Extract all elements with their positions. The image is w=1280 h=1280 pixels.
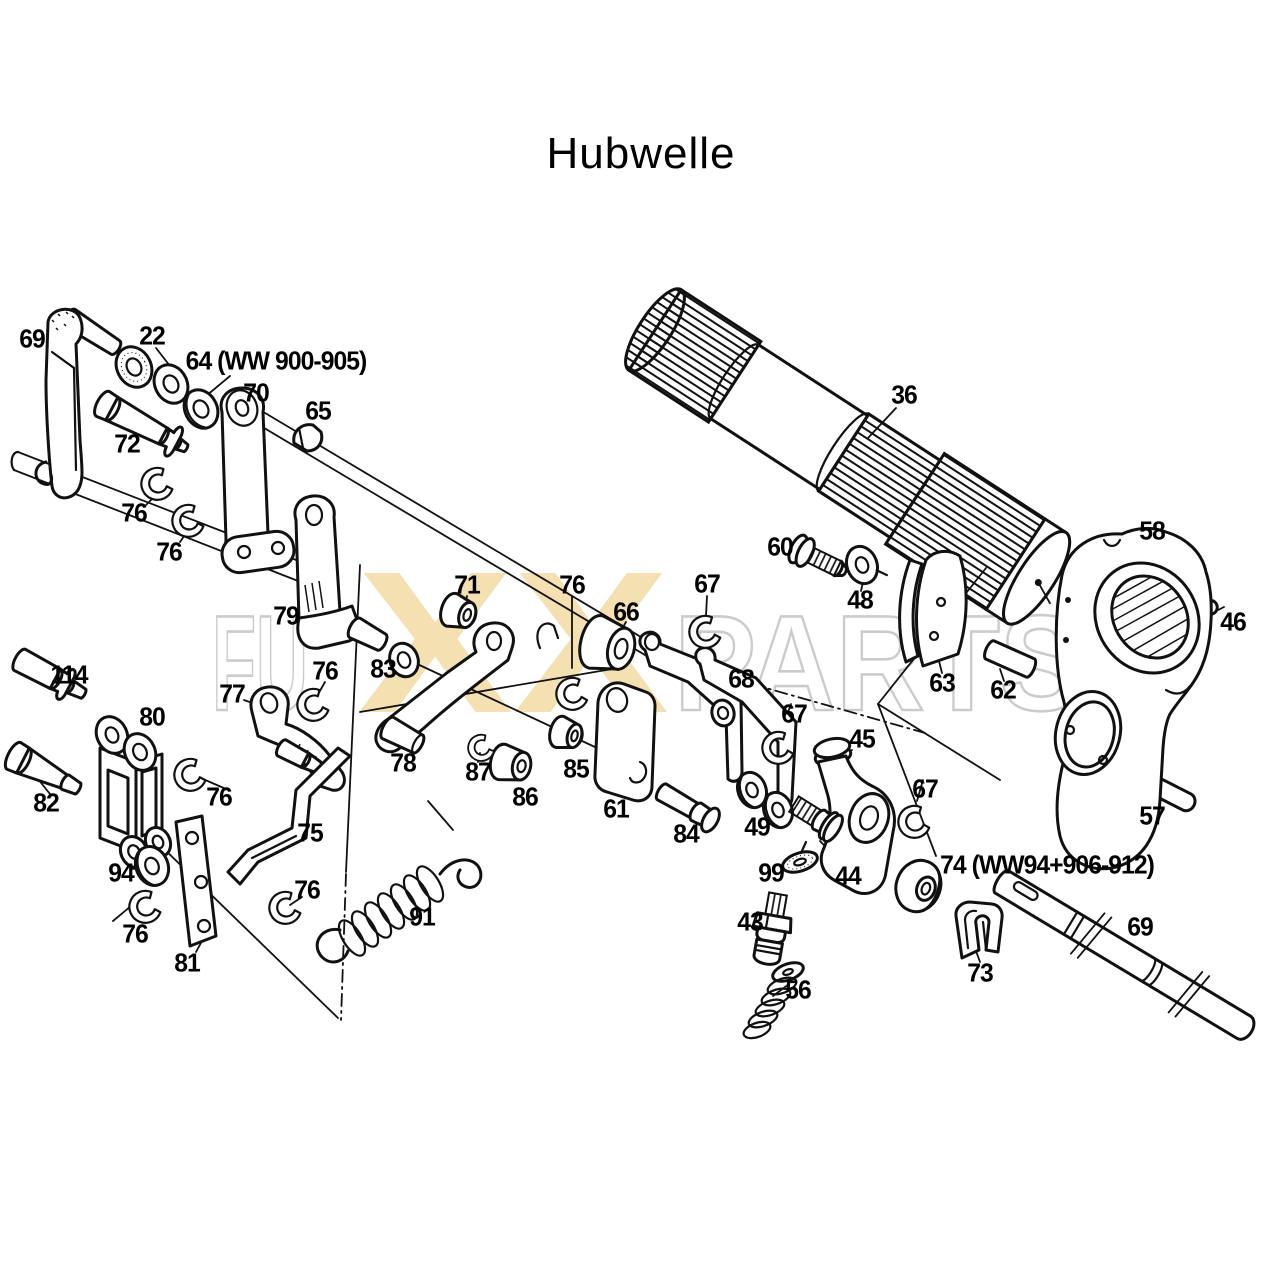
screw-44 bbox=[787, 794, 844, 843]
bent-arm bbox=[374, 621, 515, 754]
link-79 bbox=[293, 494, 361, 650]
pin-72 bbox=[93, 389, 190, 458]
saddle-63 bbox=[898, 549, 968, 668]
rod-hook bbox=[536, 622, 560, 650]
pin-114 bbox=[11, 647, 88, 701]
bar-75 bbox=[226, 746, 352, 886]
lift-shaft-36 bbox=[624, 287, 1072, 626]
bolt-82 bbox=[3, 740, 83, 796]
washers-64 bbox=[152, 363, 220, 430]
shaft-69-right bbox=[992, 869, 1256, 1041]
clip-73 bbox=[954, 900, 1004, 960]
pin-83 bbox=[346, 616, 420, 679]
page-title: Hubwelle bbox=[546, 129, 736, 178]
link-70 bbox=[219, 386, 296, 575]
tappet-43 bbox=[751, 891, 793, 966]
bolt-84 bbox=[654, 782, 721, 834]
washer-22 bbox=[114, 345, 154, 389]
roller-74 bbox=[894, 858, 943, 914]
clevis-80 bbox=[94, 715, 173, 870]
roller-85 bbox=[548, 715, 584, 750]
washer-94 bbox=[133, 845, 171, 887]
plate-61 bbox=[593, 681, 657, 803]
pin-78 bbox=[379, 715, 426, 755]
washer-48 bbox=[844, 544, 889, 586]
spring-91 bbox=[315, 858, 483, 964]
pin-62 bbox=[983, 639, 1038, 679]
rocker-45 bbox=[812, 736, 896, 896]
rocker-arm-58 bbox=[1053, 526, 1213, 871]
washer-99 bbox=[781, 840, 819, 874]
key-65 bbox=[292, 423, 324, 453]
washers-49 bbox=[735, 770, 795, 830]
screw-60 bbox=[787, 533, 848, 578]
bar-81 bbox=[174, 814, 218, 948]
straps-68 bbox=[638, 630, 798, 808]
lever-69 bbox=[34, 307, 123, 500]
bushing-66 bbox=[578, 614, 637, 671]
spring-56 bbox=[742, 961, 805, 1040]
roller-71 bbox=[439, 592, 478, 630]
